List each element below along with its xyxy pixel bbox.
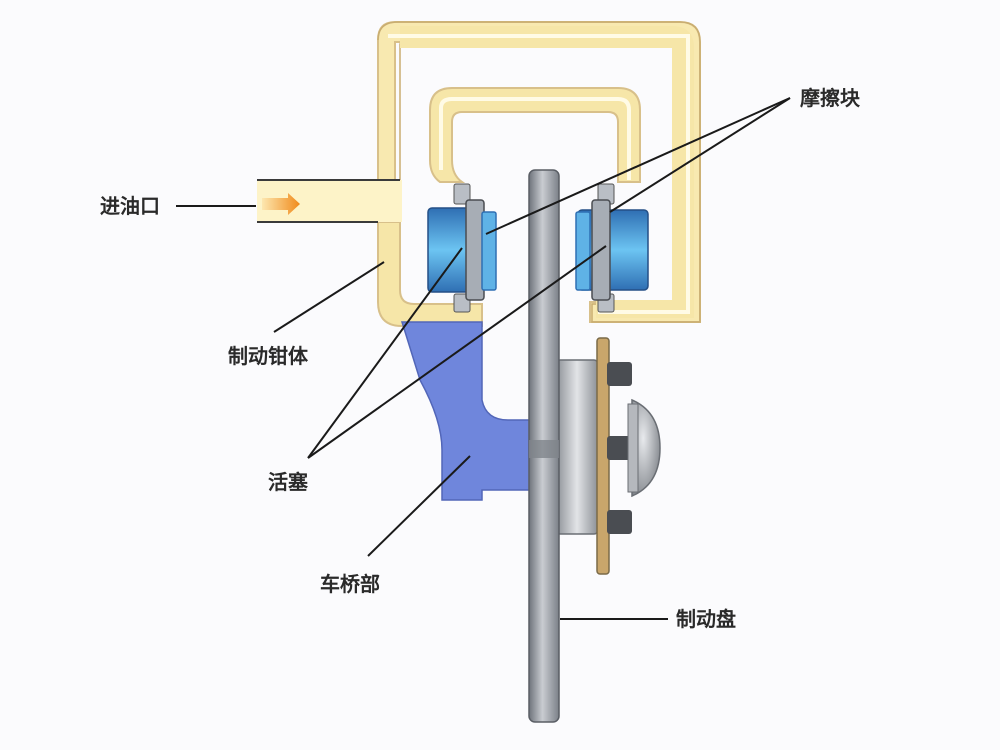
leader-lines <box>176 97 791 620</box>
label-oil-inlet: 进油口 <box>100 194 160 218</box>
right-piston-assembly <box>575 183 649 313</box>
leader-friction-pad-right <box>609 97 791 213</box>
label-axle-part: 车桥部 <box>320 572 380 596</box>
wheel-hub <box>555 337 661 575</box>
leader-piston-right <box>307 245 607 459</box>
label-piston: 活塞 <box>268 470 308 494</box>
oil-inlet-pipe <box>257 179 402 223</box>
label-friction-pad: 摩擦块 <box>800 86 860 110</box>
label-brake-disc: 制动盘 <box>676 607 736 631</box>
brake-disc <box>528 169 560 723</box>
leader-friction-pad-left <box>485 97 791 235</box>
leader-piston-left <box>307 247 463 459</box>
left-piston-assembly <box>427 183 497 313</box>
leader-caliper-body <box>273 261 385 333</box>
axle-bracket <box>400 321 531 501</box>
label-caliper-body: 制动钳体 <box>228 344 308 368</box>
oil-flow-arrow <box>262 193 300 215</box>
leader-axle-part <box>367 455 471 557</box>
